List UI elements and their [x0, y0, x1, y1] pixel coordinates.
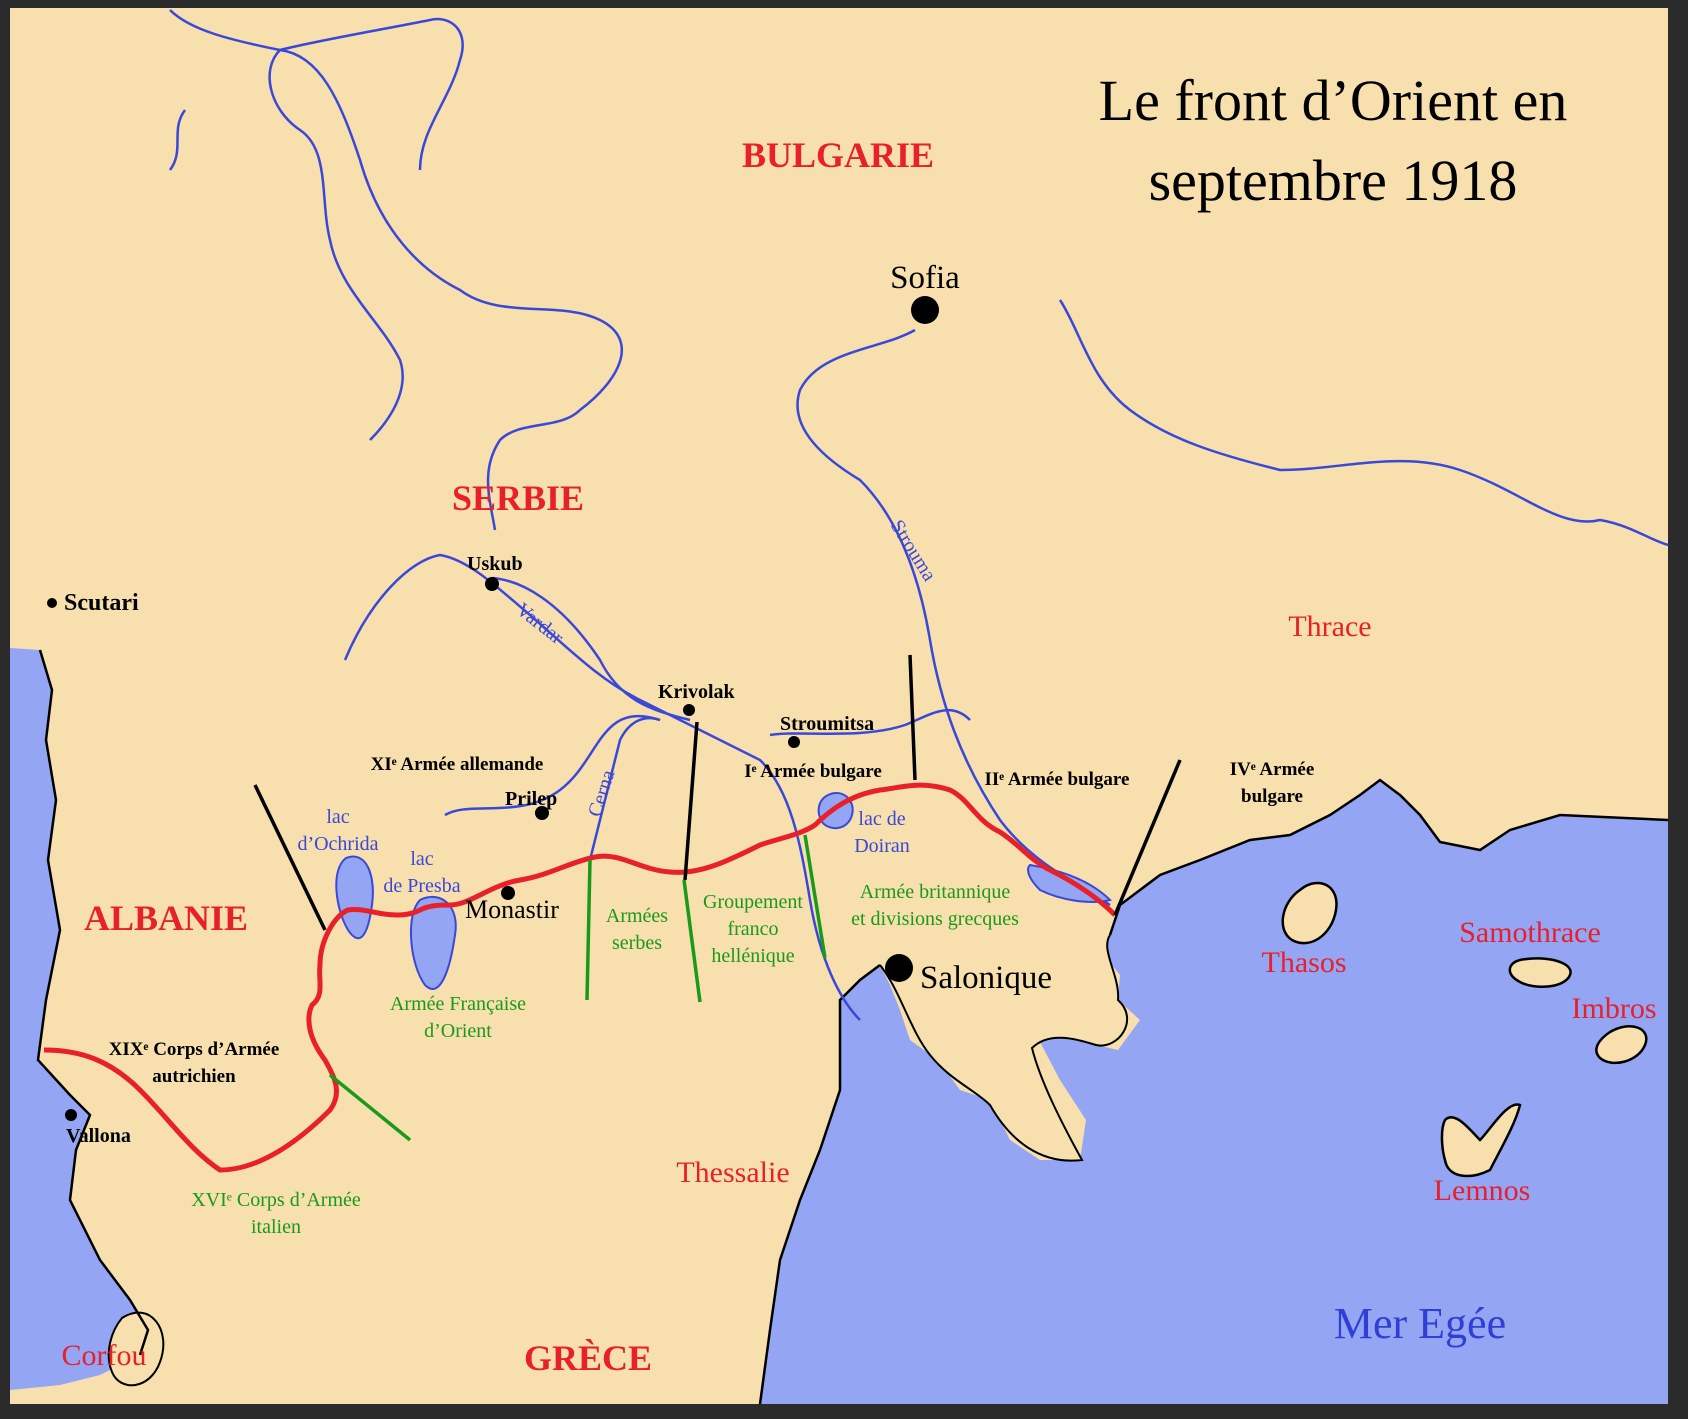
- river-morava: [169, 9, 623, 531]
- sea-label: Mer Egée: [1334, 1299, 1506, 1348]
- krivolak-marker: [683, 704, 695, 716]
- army-britannique-2: et divisions grecques: [851, 908, 1019, 930]
- river-ibar: [268, 49, 404, 441]
- allied-sector-dividers: [328, 834, 827, 1142]
- river-network: [168, 9, 1669, 1021]
- divider-serbes: [585, 859, 592, 1001]
- city-stroumitsa: Stroumitsa: [780, 713, 874, 735]
- divider-italien: [328, 1073, 412, 1142]
- river-vardar: [343, 553, 861, 1021]
- adriatic-coast: [36, 649, 150, 1356]
- lake-ochrida-label-2: d’Ochrida: [297, 833, 378, 855]
- army-britannique-1: Armée britannique: [860, 881, 1011, 903]
- region-thessalie: Thessalie: [676, 1156, 789, 1189]
- army-xix-corps-2: autrichien: [152, 1066, 236, 1087]
- divider-thrace: [1113, 759, 1182, 916]
- imbros-island: [1595, 1025, 1648, 1065]
- lake-ochrida: [335, 855, 374, 940]
- island-lemnos: Lemnos: [1434, 1174, 1531, 1207]
- river-cerna-2: [588, 716, 661, 861]
- city-prilep: Prilep: [505, 788, 557, 810]
- divider-albanie: [253, 784, 327, 931]
- scutari-marker: [47, 598, 57, 608]
- adriatic-sea: [10, 648, 148, 1390]
- salonique-gulf-coast: [758, 964, 881, 1405]
- monastir-marker: [501, 886, 515, 900]
- lake-doiran-label-2: Doiran: [854, 835, 910, 857]
- city-salonique: Salonique: [920, 960, 1052, 996]
- river-small-north: [168, 109, 187, 171]
- city-uskub: Uskub: [467, 553, 523, 575]
- country-bulgarie: BULGARIE: [742, 135, 934, 175]
- river-cerna: [444, 714, 661, 817]
- river-morava-branch: [279, 17, 464, 171]
- country-serbie: SERBIE: [452, 478, 584, 518]
- vallona-marker: [65, 1109, 77, 1121]
- army-groupement-2: franco: [727, 918, 778, 940]
- divider-krivolak: [683, 721, 699, 881]
- map-title-line1: Le front d’Orient en: [1099, 68, 1568, 133]
- divider-strouma: [908, 654, 917, 781]
- army-francaise-1: Armée Française: [390, 993, 526, 1015]
- lemnos-island: [1440, 1103, 1522, 1178]
- samothrace-island: [1508, 957, 1572, 988]
- front-line: [43, 782, 1117, 1173]
- axis-sector-dividers: [253, 654, 1182, 931]
- army-ii-bulgare: IIᵉ Armée bulgare: [985, 769, 1130, 790]
- thasos-island: [1281, 881, 1338, 945]
- city-monastir: Monastir: [465, 895, 559, 924]
- island-thasos: Thasos: [1262, 946, 1347, 979]
- army-xi-allemande: XIᵉ Armée allemande: [371, 754, 544, 775]
- army-serbes-2: serbes: [612, 932, 662, 954]
- army-xvi-corps-2: italien: [251, 1216, 301, 1238]
- chalkidiki-peninsula: [879, 934, 1129, 1162]
- lake-presba-label-1: lac: [410, 848, 433, 870]
- island-corfou: Corfou: [62, 1339, 147, 1372]
- prilep-marker: [535, 806, 549, 820]
- divider-groupement: [682, 879, 702, 1003]
- lake-doiran-label-1: lac de: [858, 808, 905, 830]
- aegean-sea: [760, 780, 1668, 1404]
- army-groupement-3: hellénique: [711, 945, 794, 967]
- army-francaise-2: d’Orient: [424, 1020, 492, 1042]
- city-krivolak: Krivolak: [658, 681, 736, 703]
- stroumitsa-marker: [788, 736, 800, 748]
- region-thrace: Thrace: [1288, 610, 1371, 643]
- city-vallona: Vallona: [66, 1125, 131, 1147]
- city-scutari: Scutari: [64, 590, 139, 616]
- army-xix-corps-1: XIXᵉ Corps d’Armée: [109, 1039, 280, 1060]
- divider-britannique: [803, 834, 827, 959]
- army-serbes-1: Armées: [606, 905, 668, 927]
- river-strouma-branch: [769, 708, 971, 737]
- country-albanie: ALBANIE: [84, 898, 248, 938]
- country-grece: GRÈCE: [524, 1338, 652, 1378]
- river-maritsa: [1058, 299, 1669, 547]
- lake-presba-label-2: de Presba: [383, 875, 460, 897]
- island-imbros: Imbros: [1572, 992, 1657, 1025]
- army-groupement-1: Groupement: [703, 891, 803, 913]
- sofia-marker: [911, 296, 939, 324]
- map-title-line2: septembre 1918: [1149, 148, 1518, 213]
- corfou-island: [107, 1311, 165, 1387]
- river-vardar-upper: [491, 576, 691, 722]
- city-markers: [47, 296, 939, 1121]
- river-strouma: [796, 328, 1111, 907]
- aegean-coast: [1108, 778, 1669, 936]
- lake-ochrida-label-1: lac: [326, 806, 349, 828]
- army-iv-bulgare-2: bulgare: [1241, 786, 1303, 807]
- army-iv-bulgare-1: IVᵉ Armée: [1230, 759, 1315, 780]
- uskub-marker: [485, 577, 499, 591]
- salonique-marker: [885, 954, 913, 982]
- city-sofia: Sofia: [890, 260, 960, 296]
- army-i-bulgare: Iᵉ Armée bulgare: [744, 761, 882, 782]
- island-samothrace: Samothrace: [1459, 916, 1601, 949]
- army-xvi-corps-1: XVIᵉ Corps d’Armée: [191, 1189, 361, 1211]
